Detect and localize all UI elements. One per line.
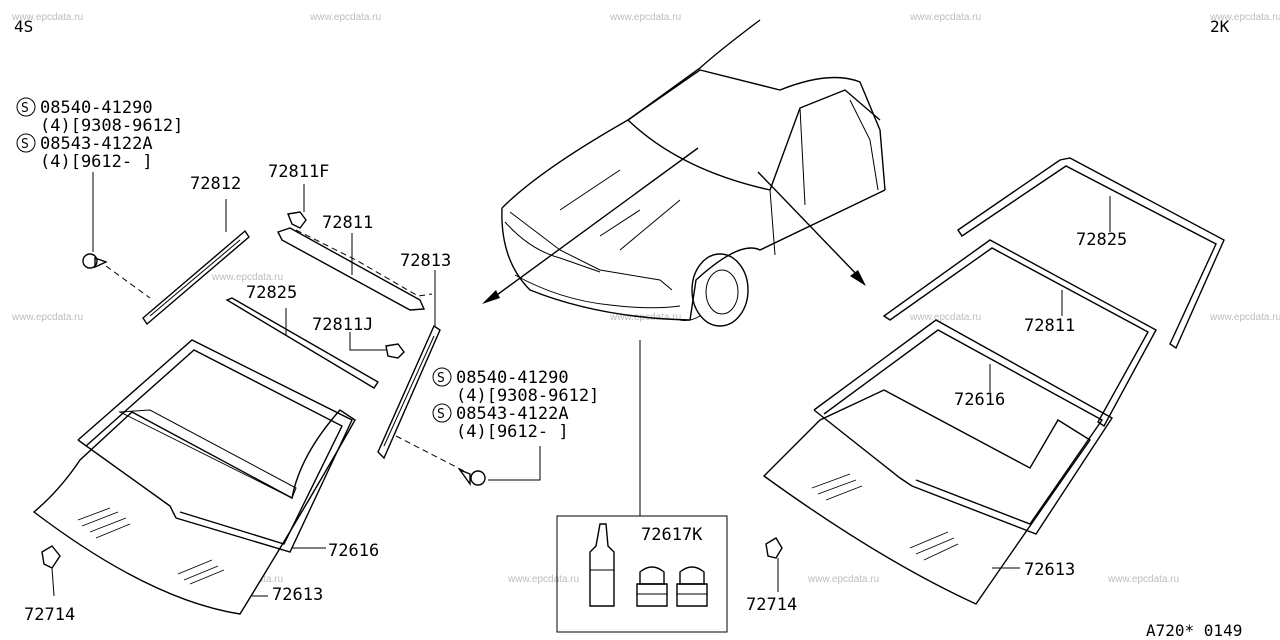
part-72613-glass-right: 72613 xyxy=(762,389,1091,605)
watermark: www.epcdata.ru xyxy=(1107,574,1179,585)
part-72811J-clip: 72811J xyxy=(312,315,405,359)
screw-quantity: (4)[9612- ] xyxy=(40,152,153,172)
screw-quantity: (4)[9308-9612] xyxy=(40,116,183,136)
part-label-72812: 72812 xyxy=(190,174,241,194)
part-72813-molding: 72813 xyxy=(377,251,451,460)
part-72616-weatherstrip-right: 72616 xyxy=(813,319,1113,535)
car-illustration xyxy=(501,19,886,327)
part-label-72617K: 72617K xyxy=(641,525,703,545)
screw-quantity: (4)[9612- ] xyxy=(456,422,569,442)
watermark: www.epcdata.ru xyxy=(807,574,879,585)
screw-part-number: 08543-4122A xyxy=(40,134,153,154)
primer-cap-2 xyxy=(676,566,708,607)
part-72811F-clip: 72811F xyxy=(268,162,329,229)
part-label-72714-middle: 72714 xyxy=(746,595,797,615)
part-label-72825-right: 72825 xyxy=(1076,230,1127,250)
arrow-left-head xyxy=(482,290,500,304)
part-label-72616-left: 72616 xyxy=(328,541,379,561)
part-label-72616-right: 72616 xyxy=(954,390,1005,410)
part-72811-molding-left: 72811 xyxy=(277,213,433,311)
part-72617K-kit: 72617K xyxy=(556,515,728,633)
direction-arrows xyxy=(482,147,866,516)
watermark: www.epcdata.ru xyxy=(1209,12,1280,23)
screw-symbol-circle xyxy=(16,133,36,153)
watermark: www.epcdata.ru xyxy=(211,272,283,283)
part-72714-clip-middle: 72714 xyxy=(746,537,797,615)
watermark: www.epcdata.ru xyxy=(609,12,681,23)
footer-code: A720* 0149 xyxy=(1146,621,1242,640)
screw-callout-center: S 08540-41290 (4)[9308-9612] S 08543-412… xyxy=(432,367,599,481)
part-label-72811J: 72811J xyxy=(312,315,373,335)
corner-label-right: 2K xyxy=(1210,17,1230,36)
watermark: www.epcdata.ru xyxy=(1209,312,1280,323)
part-72812-molding: 72812 xyxy=(142,174,250,326)
screw-symbol-circle xyxy=(432,367,452,387)
kit-box xyxy=(556,515,728,633)
watermark: www.epcdata.ru xyxy=(507,574,579,585)
part-72825-molding-left: 72825 xyxy=(225,283,379,389)
screw-symbol: S xyxy=(21,137,29,152)
part-label-72813: 72813 xyxy=(400,251,451,271)
part-label-72811-right: 72811 xyxy=(1024,316,1075,336)
leader-line xyxy=(349,332,386,351)
screw-left xyxy=(82,253,151,299)
screw-callout-left: S 08540-41290 (4)[9308-9612] S 08543-412… xyxy=(16,97,183,252)
watermark: www.epcdata.ru xyxy=(909,12,981,23)
screw-part-number: 08543-4122A xyxy=(456,404,569,424)
part-72811-molding-right: 72811 xyxy=(882,239,1157,428)
corner-label-left: 4S xyxy=(14,17,33,36)
watermark: www.epcdata.ru xyxy=(909,312,981,323)
part-label-72714-left: 72714 xyxy=(24,605,75,625)
screw-part-number: 08540-41290 xyxy=(456,368,569,388)
leader-line xyxy=(488,446,541,481)
arrow-right-head xyxy=(850,270,866,286)
part-72613-glass-left: 72613 xyxy=(32,409,356,615)
adhesive-bottle xyxy=(589,523,615,607)
screw-center xyxy=(395,435,486,487)
part-label-72811F: 72811F xyxy=(268,162,329,182)
screw-quantity: (4)[9308-9612] xyxy=(456,386,599,406)
part-label-72825-left: 72825 xyxy=(246,283,297,303)
screw-symbol: S xyxy=(437,371,445,386)
part-label-72613-left: 72613 xyxy=(272,585,323,605)
screw-symbol-circle xyxy=(432,403,452,423)
part-label-72811-left: 72811 xyxy=(322,213,373,233)
screw-part-number: 08540-41290 xyxy=(40,98,153,118)
part-72714-clip-left: 72714 xyxy=(24,545,75,625)
part-label-72613-right: 72613 xyxy=(1024,560,1075,580)
watermark: www.epcdata.ru xyxy=(11,312,83,323)
watermark: www.epcdata.ru xyxy=(309,12,381,23)
part-72825-molding-right: 72825 xyxy=(957,157,1225,350)
screw-symbol-circle xyxy=(16,97,36,117)
watermark: www.epcdata.ru xyxy=(11,12,83,23)
screw-symbol: S xyxy=(21,101,29,116)
primer-cap-1 xyxy=(636,566,668,607)
screw-symbol: S xyxy=(437,407,445,422)
part-72616-weatherstrip-left: 72616 xyxy=(77,339,379,561)
